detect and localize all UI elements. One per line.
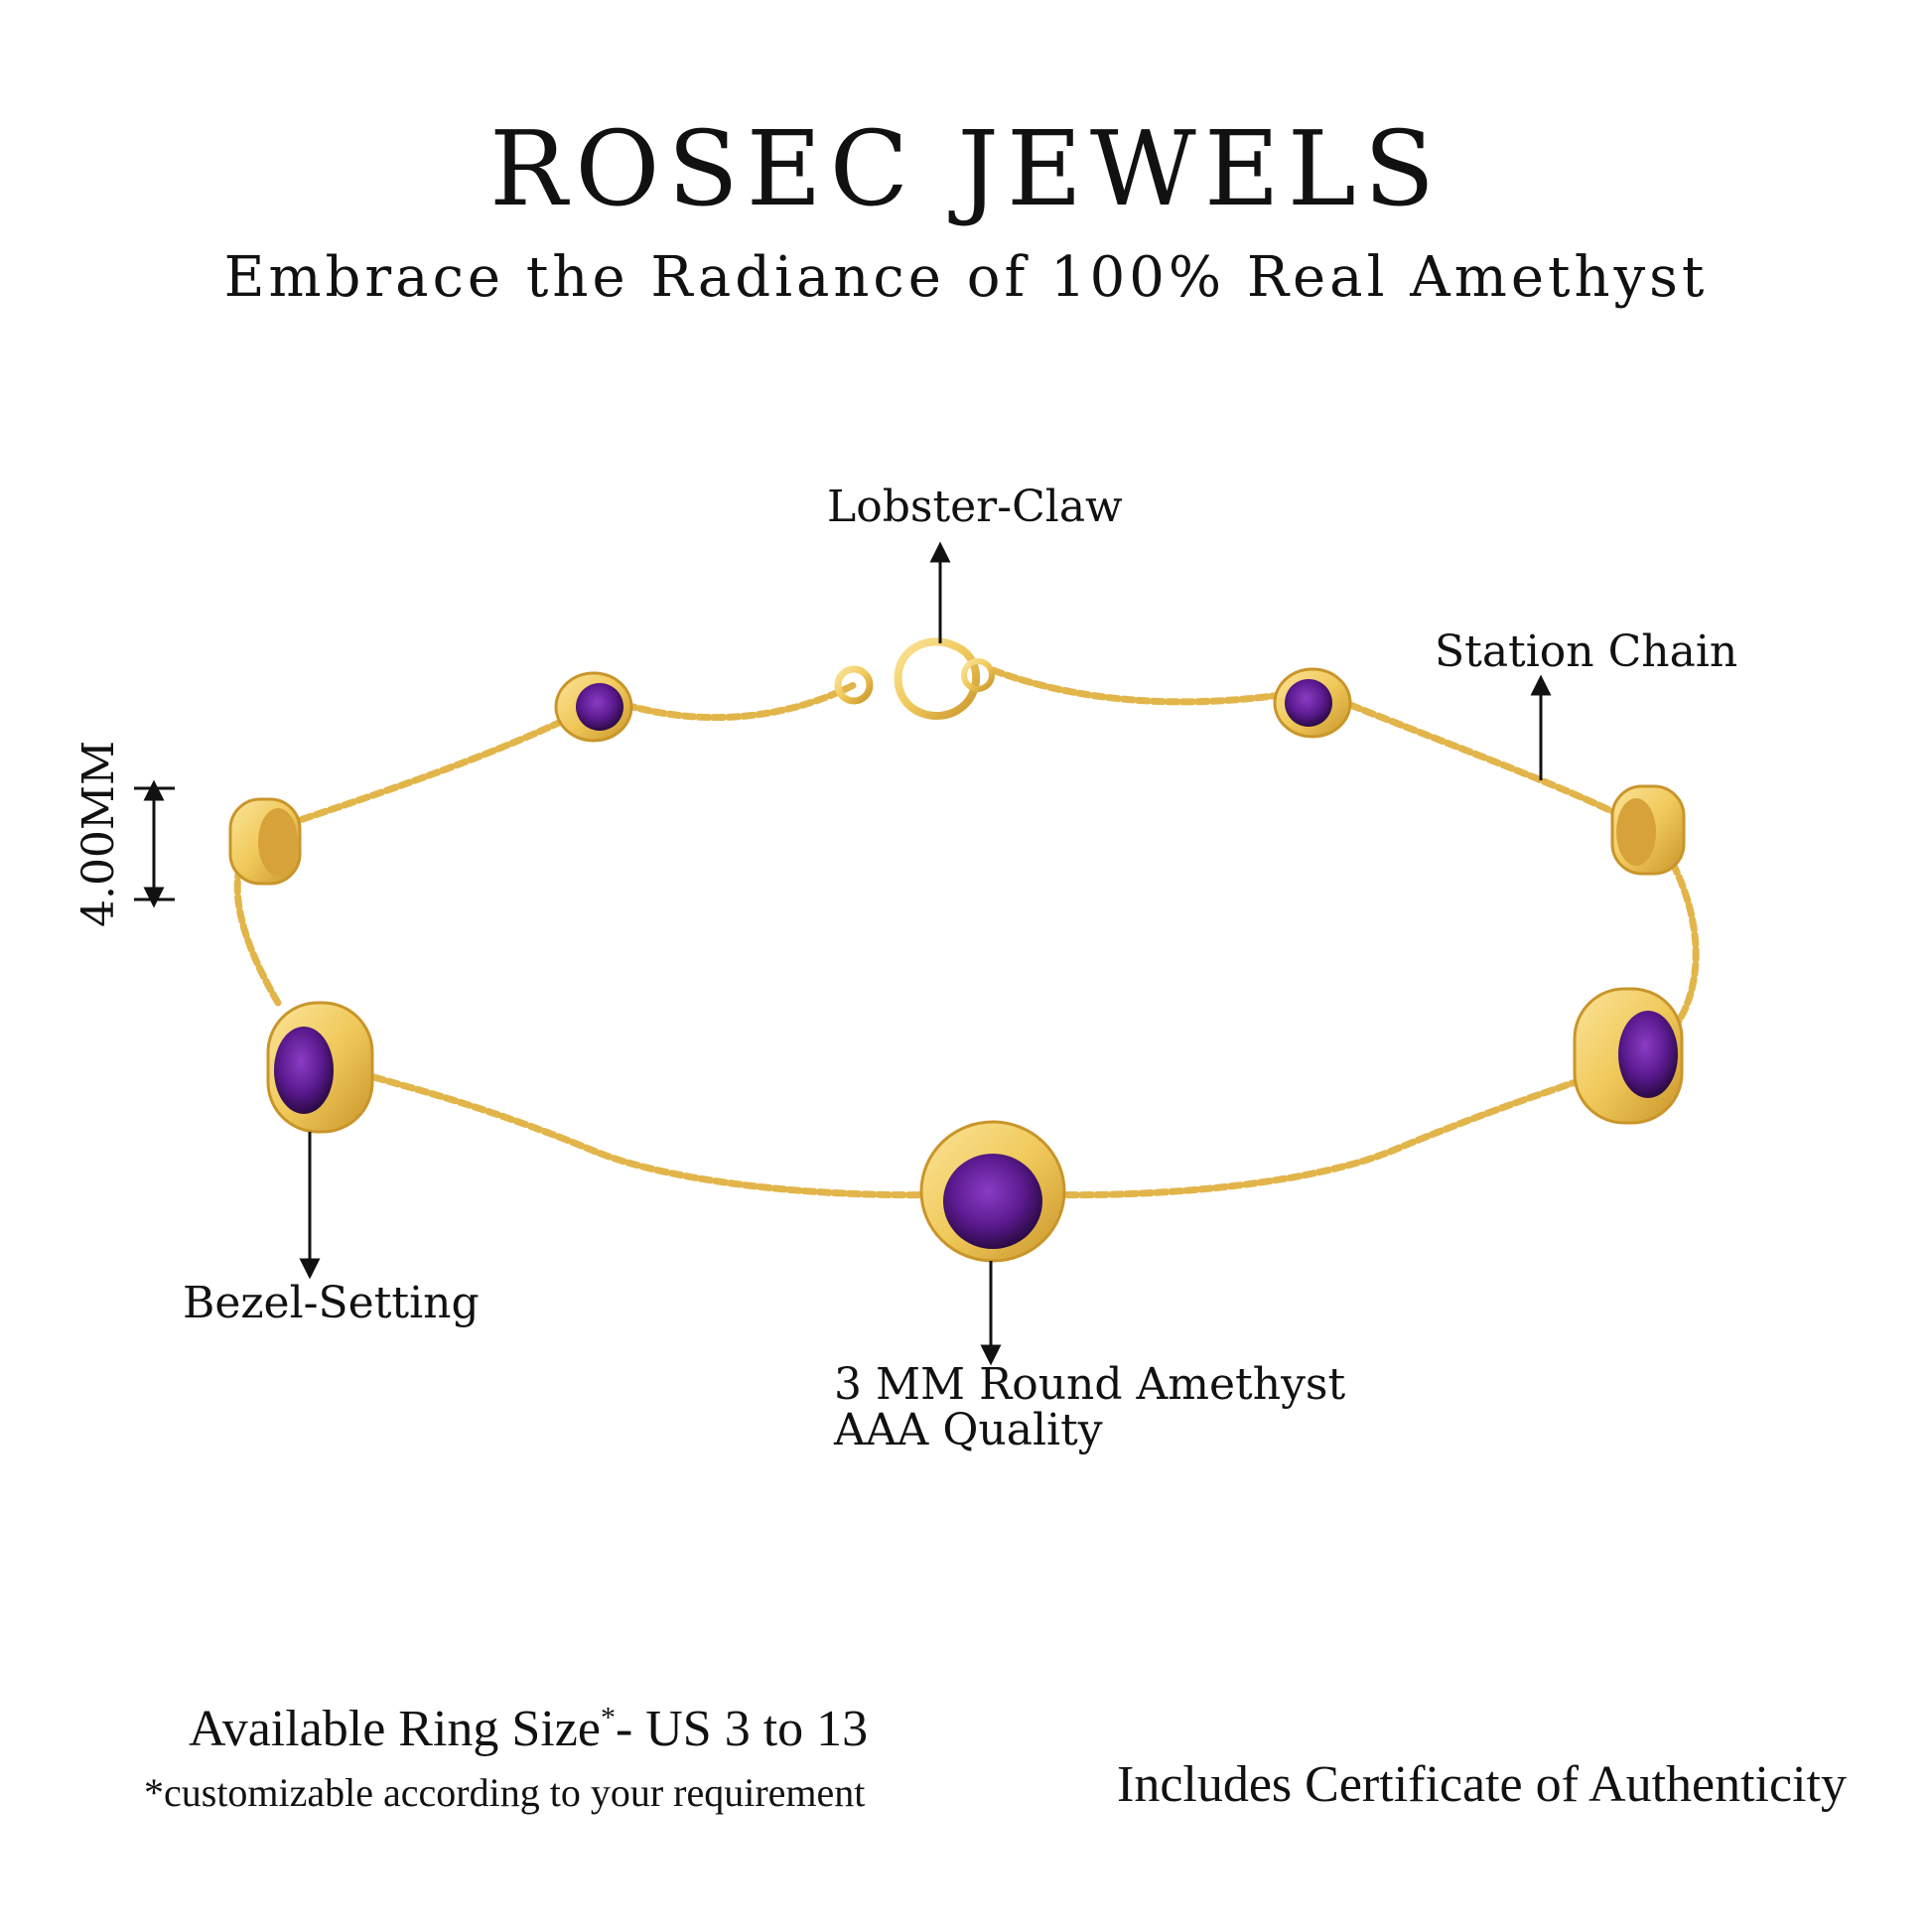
chain-segment-bottom-left xyxy=(353,1068,997,1199)
bezel-setting-label: Bezel-Setting xyxy=(183,1278,480,1328)
station-chain-label: Station Chain xyxy=(1435,626,1738,677)
ring-size-asterisk: * xyxy=(600,1701,616,1734)
brand-title: ROSEC JEWELS xyxy=(488,108,1444,229)
station-chain xyxy=(233,666,1700,1199)
chain-segment-right-upper xyxy=(1346,701,1632,823)
ring-size-line: Available Ring Size*- US 3 to 13 xyxy=(189,1700,868,1758)
bezel-station-left-upper xyxy=(228,797,302,886)
bezel-station-top-left xyxy=(554,671,633,743)
chain-segment-top-right xyxy=(989,666,1285,706)
bezel-station-right-lower xyxy=(1573,987,1684,1125)
stone-quality-text: AAA Quality xyxy=(834,1405,1103,1456)
bezel-station-center xyxy=(919,1120,1066,1263)
certificate-text: Includes Certificate of Authenticity xyxy=(1117,1756,1847,1813)
bezel-station-right-upper xyxy=(1610,784,1686,876)
bezel-station-top-right xyxy=(1273,667,1352,739)
stone-size-text: 3 MM Round Amethyst xyxy=(834,1359,1346,1410)
stone-label: 3 MM Round Amethyst AAA Quality xyxy=(834,1359,1346,1456)
chain-segment-right-lower xyxy=(1669,860,1700,1027)
chain-segment-bottom-right xyxy=(989,1063,1622,1199)
tagline: Embrace the Radiance of 100% Real Amethy… xyxy=(223,245,1709,310)
ring-size-range: - US 3 to 13 xyxy=(615,1701,869,1757)
customization-note: *customizable according to your requirem… xyxy=(144,1770,866,1815)
ring-size-label: Available Ring Size xyxy=(189,1701,601,1757)
dimension-label: 4.00MM xyxy=(73,740,124,928)
chain-segment-left-upper xyxy=(284,706,590,828)
bezel-station-left-lower xyxy=(266,1001,374,1134)
dimension-marker xyxy=(134,779,175,908)
lobster-claw-label: Lobster-Claw xyxy=(827,482,1123,532)
lobster-claw-clasp xyxy=(834,637,995,720)
chain-segment-top-left xyxy=(621,681,858,722)
